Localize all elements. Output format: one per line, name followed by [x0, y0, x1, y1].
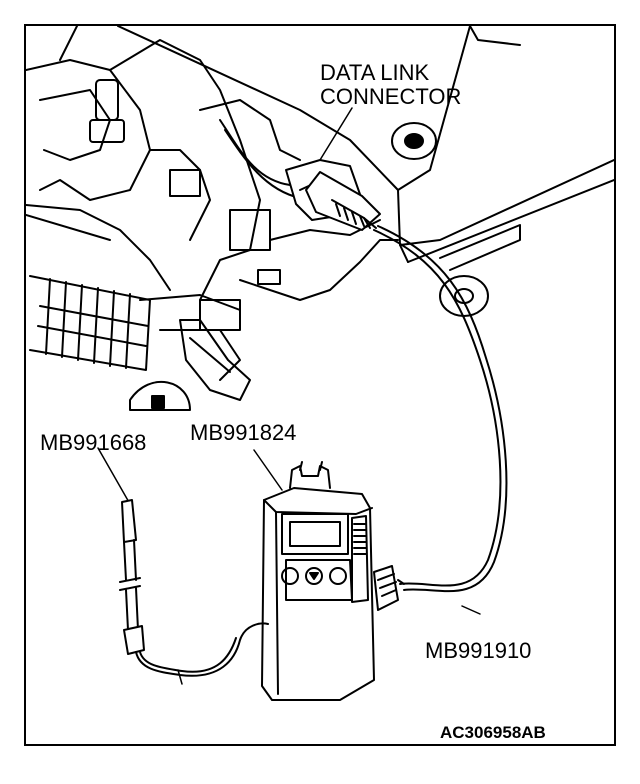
data-link-connector [285, 107, 381, 231]
vehicle-body [117, 26, 614, 317]
label-mb991668: MB991668 [40, 430, 147, 455]
figure-id: AC306958AB [440, 723, 546, 742]
label-data-link-connector-line1: DATA LINK [320, 60, 430, 85]
label-mb991910: MB991910 [425, 638, 532, 663]
label-mb991824: MB991824 [190, 420, 297, 445]
arrow-down-icon [309, 572, 319, 580]
mb991824-unit [253, 449, 405, 701]
mb991668-probe [97, 447, 269, 685]
pedal [129, 319, 251, 411]
corrugated-hose [29, 275, 151, 371]
label-data-link-connector-line2: CONNECTOR [320, 84, 462, 109]
cable-mb991910 [373, 225, 508, 615]
